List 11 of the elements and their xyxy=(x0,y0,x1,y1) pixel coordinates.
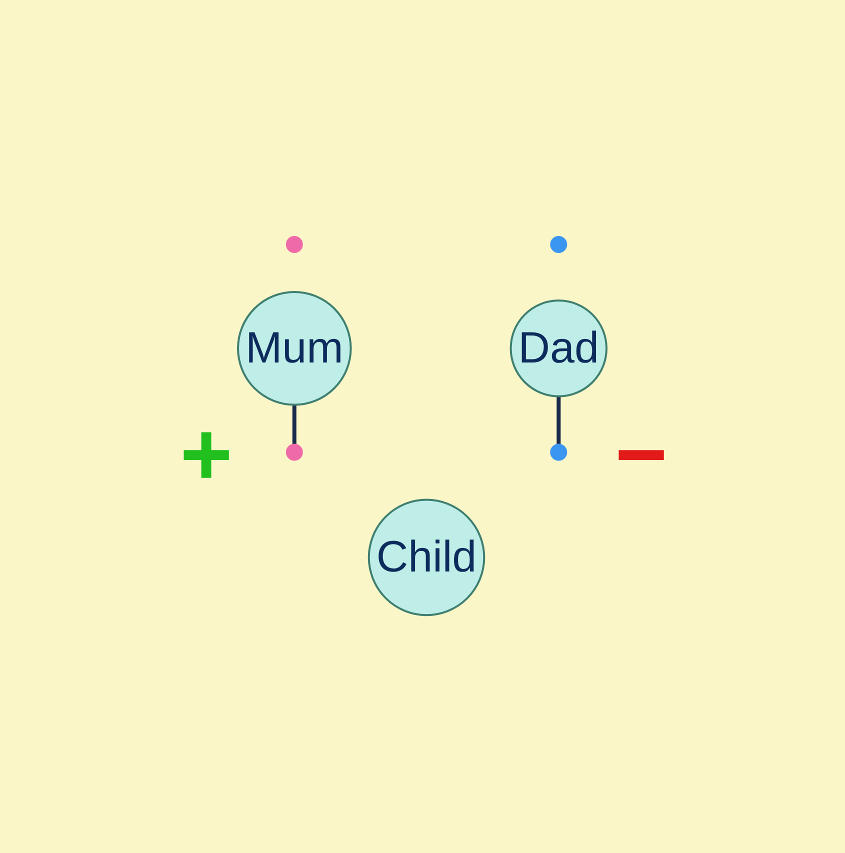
node-circle: Child xyxy=(368,499,486,617)
connector xyxy=(556,396,561,446)
node-circle: Dad xyxy=(510,300,608,398)
node-circle xyxy=(550,444,568,462)
node-circle xyxy=(286,236,304,254)
connector xyxy=(292,405,297,446)
node-circle: Mum xyxy=(237,291,352,406)
node-circle xyxy=(286,444,304,462)
node-circle xyxy=(550,236,568,254)
minus-sign: − xyxy=(615,410,668,500)
plus-sign: + xyxy=(180,410,233,500)
